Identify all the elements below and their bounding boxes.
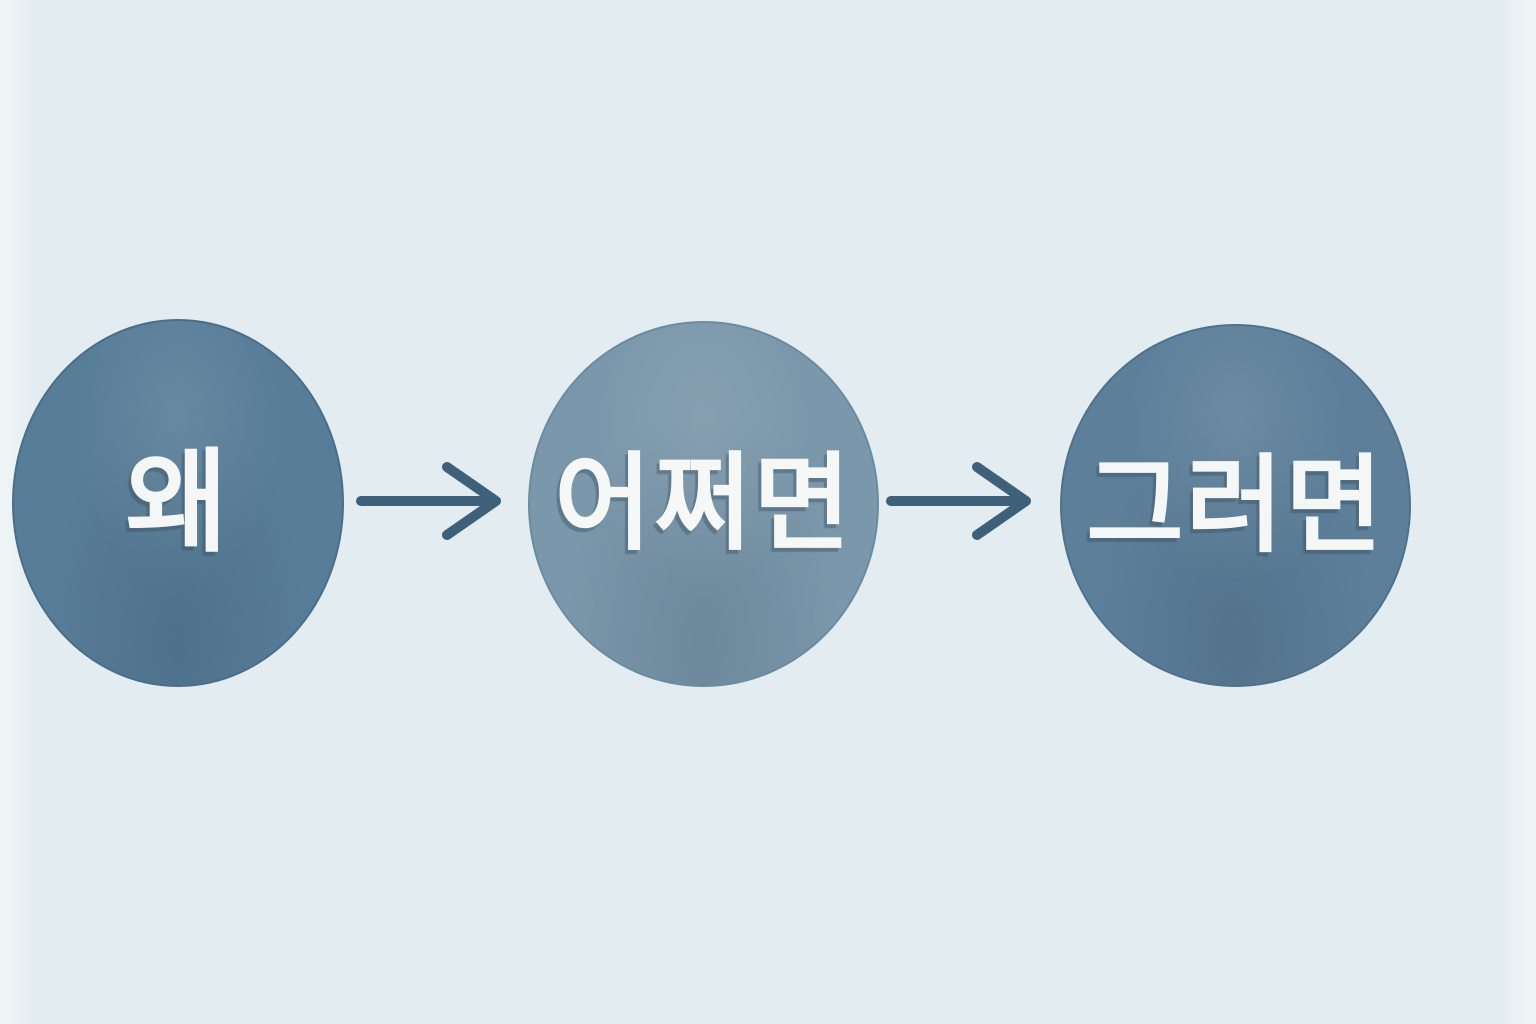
flow-node-then: 그러면: [1060, 324, 1411, 687]
flow-node-why-label: 왜: [125, 440, 231, 565]
flow-node-maybe-label: 어쩌면: [554, 445, 853, 563]
arrow-right-icon: [356, 462, 501, 540]
flow-node-why: 왜: [12, 319, 344, 687]
arrow-right-icon: [886, 462, 1031, 540]
flow-node-maybe: 어쩌면: [528, 321, 879, 687]
flow-node-then-label: 그러면: [1086, 446, 1385, 565]
